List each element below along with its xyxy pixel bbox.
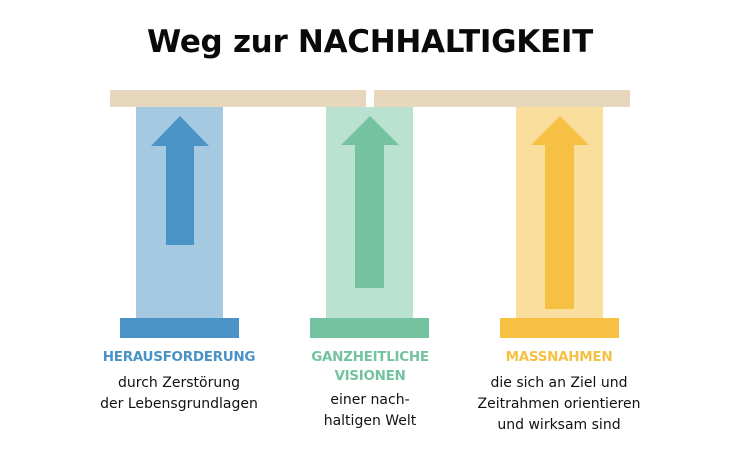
pillar-text-line: der Lebensgrundlagen xyxy=(100,396,258,412)
pillar-label: MASSNAHMEN die sich an Ziel und Zeitrahm… xyxy=(444,348,674,436)
pillar-base xyxy=(310,318,429,338)
pillar-column xyxy=(326,107,413,318)
pillar-column xyxy=(516,107,603,318)
pillar-heading: GANZHEITLICHE xyxy=(311,349,429,365)
pillar-text-line: durch Zerstörung xyxy=(118,375,240,391)
pillar-label: GANZHEITLICHE VISIONEN einer nach- halti… xyxy=(255,348,485,432)
arrow-up-icon xyxy=(341,116,399,288)
pillar-base xyxy=(120,318,239,338)
pillar-heading: HERAUSFORDERUNG xyxy=(102,349,256,365)
pillar-base xyxy=(500,318,619,338)
arrow-up-icon xyxy=(531,116,589,309)
pillar-label: HERAUSFORDERUNG durch Zerstörung der Leb… xyxy=(64,348,294,415)
pillar-text-line: und wirksam sind xyxy=(497,417,621,433)
roof-beam-right xyxy=(374,90,630,107)
diagram-title: Weg zur NACHHALTIGKEIT xyxy=(147,24,593,60)
pillar-column xyxy=(136,107,223,318)
pillar-text-line: Zeitrahmen orientieren xyxy=(477,396,641,412)
pillar-heading: MASSNAHMEN xyxy=(505,349,613,365)
roof-beam-left xyxy=(110,90,366,107)
pillar-text-line: einer nach- xyxy=(330,392,410,408)
arrow-up-icon xyxy=(151,116,209,245)
pillar-text-line: die sich an Ziel und xyxy=(490,375,628,391)
pillar-text-line: haltigen Welt xyxy=(323,413,417,429)
pillar-heading: VISIONEN xyxy=(334,368,406,384)
